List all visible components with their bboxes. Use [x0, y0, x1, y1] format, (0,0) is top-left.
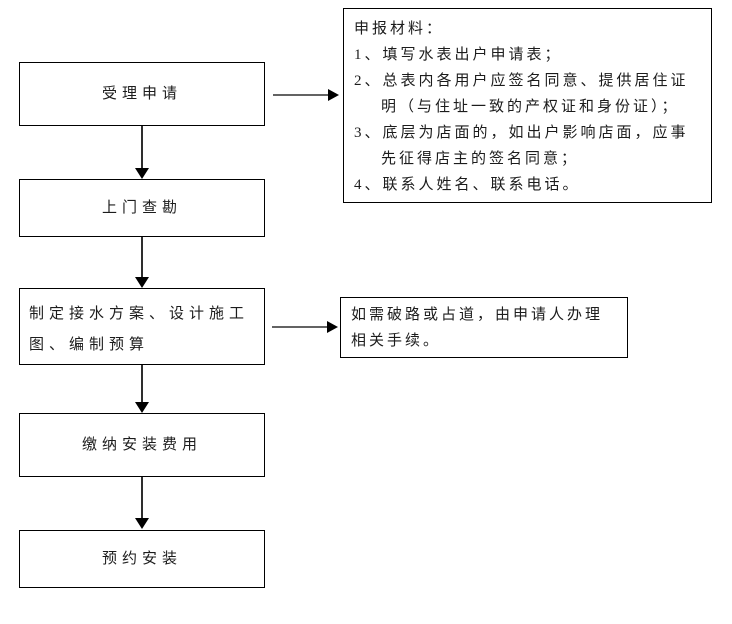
step-label: 缴纳安装费用 [81, 437, 202, 453]
step-label: 制定接水方案、设计施工图、编制预算 [29, 306, 250, 353]
note-item: 2、总表内各用户应签名同意、提供居住证明（与住址一致的产权证和身份证）； [354, 73, 689, 115]
note-text: 如需破路或占道，由申请人办理相关手续。 [351, 307, 604, 349]
step-box-site-survey: 上门查勘 [19, 179, 265, 237]
arrow-shaft [273, 94, 328, 96]
note-item: 3、底层为店面的，如出户影响店面，应事先征得店主的签名同意； [354, 125, 689, 167]
step-box-schedule-installation: 预约安装 [19, 530, 265, 588]
arrow-step3-to-step4 [135, 365, 149, 413]
step-label: 受理申请 [101, 86, 182, 102]
arrow-step2-to-step3 [135, 237, 149, 288]
arrow-shaft [141, 126, 143, 168]
arrow-down-head-icon [135, 518, 149, 529]
step-label: 上门查勘 [101, 200, 182, 216]
arrow-step3-to-road-note [272, 321, 338, 333]
arrow-right-head-icon [328, 89, 339, 101]
arrow-shaft [141, 237, 143, 277]
arrow-down-head-icon [135, 168, 149, 179]
arrow-down-head-icon [135, 402, 149, 413]
step-box-accept-application: 受理申请 [19, 62, 265, 126]
note-title: 申报材料： [354, 21, 445, 37]
note-item: 1、填写水表出户申请表； [354, 47, 563, 63]
arrow-right-head-icon [327, 321, 338, 333]
step-label: 预约安装 [101, 551, 182, 567]
arrow-step1-to-step2 [135, 126, 149, 179]
arrow-step1-to-materials-note [273, 89, 339, 101]
arrow-step4-to-step5 [135, 477, 149, 529]
arrow-shaft [272, 326, 327, 328]
note-item: 4、联系人姓名、联系电话。 [354, 177, 581, 193]
arrow-shaft [141, 365, 143, 402]
arrow-down-head-icon [135, 277, 149, 288]
arrow-shaft [141, 477, 143, 518]
note-box-application-materials: 申报材料： 1、填写水表出户申请表； 2、总表内各用户应签名同意、提供居住证明（… [343, 8, 712, 203]
step-box-plan-design-budget: 制定接水方案、设计施工图、编制预算 [19, 288, 265, 365]
note-box-road-permit: 如需破路或占道，由申请人办理相关手续。 [340, 297, 628, 358]
step-box-pay-installation-fee: 缴纳安装费用 [19, 413, 265, 477]
